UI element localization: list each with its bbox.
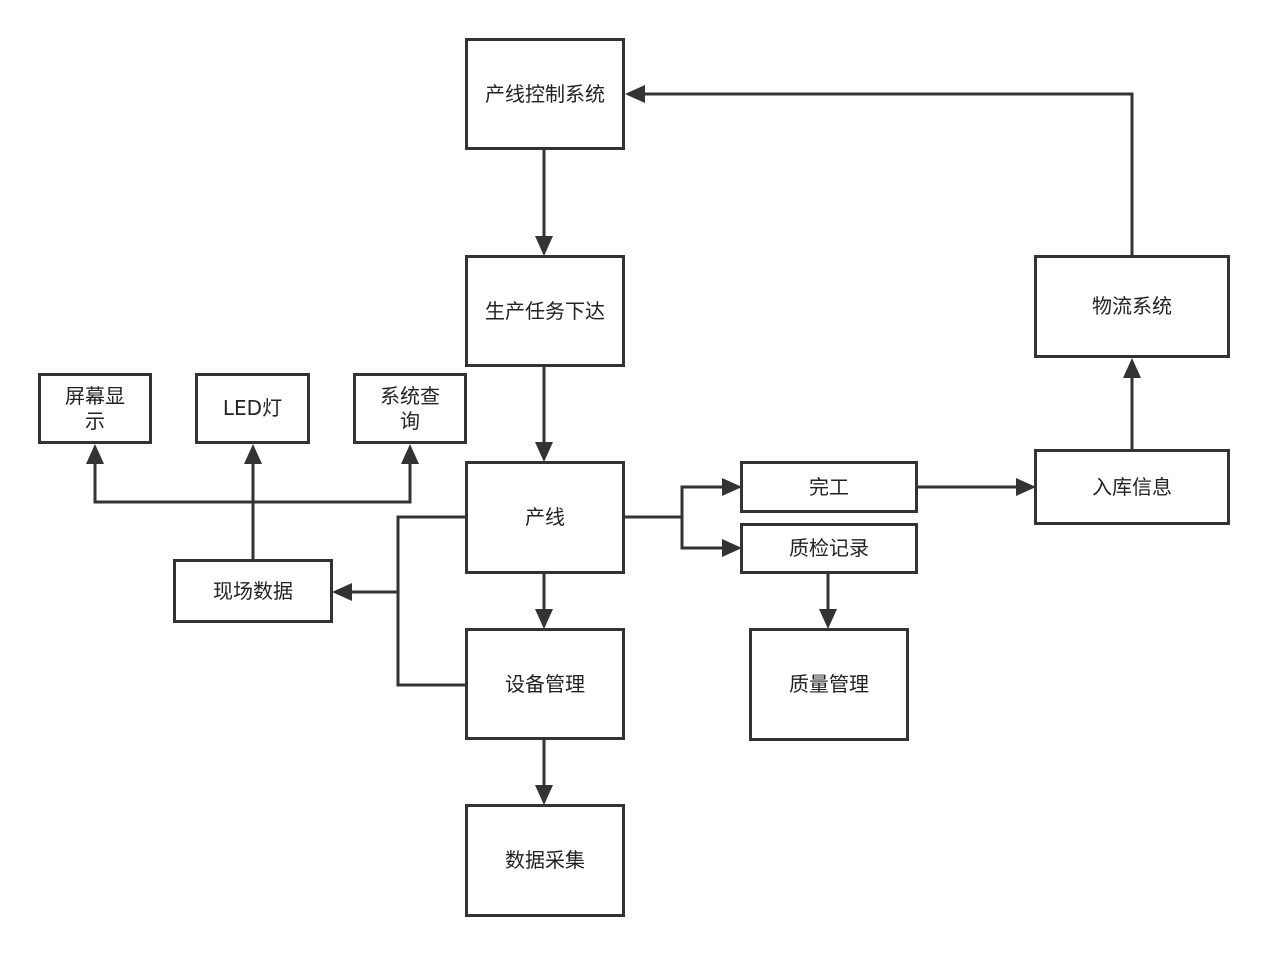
node-line-control-system: 产线控制系统 <box>465 38 625 150</box>
arrowhead-warehouse <box>1016 478 1036 496</box>
arrowhead-collection <box>535 785 553 805</box>
arrowhead-line <box>535 442 553 462</box>
node-label: 设备管理 <box>505 671 585 696</box>
node-task-dispatch: 生产任务下达 <box>465 255 625 367</box>
arrowhead-control <box>625 85 645 103</box>
edge-logistics-to-control <box>642 92 1134 256</box>
arrowhead-led <box>244 444 262 464</box>
node-quality-management: 质量管理 <box>749 628 909 741</box>
arrowhead-quality <box>819 609 837 629</box>
arrowhead-qc <box>722 539 742 557</box>
edge-branch-to-qc <box>680 517 724 550</box>
arrowhead-logistics <box>1123 358 1141 378</box>
node-label: 入库信息 <box>1092 474 1172 499</box>
node-data-collection: 数据采集 <box>465 804 625 917</box>
node-label: 现场数据 <box>213 578 293 603</box>
edge-line-to-field-data <box>396 515 466 687</box>
node-production-line: 产线 <box>465 461 625 574</box>
node-label: 质量管理 <box>789 672 869 696</box>
edge-line-to-branch <box>624 485 724 519</box>
node-label: 生产任务下达 <box>485 298 605 323</box>
node-screen-display: 屏幕显示 <box>38 373 152 444</box>
arrowhead-task <box>535 236 553 256</box>
node-label: 完工 <box>809 474 849 499</box>
node-label: 数据采集 <box>505 848 585 872</box>
edge-field-data-branch <box>93 460 412 504</box>
node-label: 系统查询 <box>380 383 440 433</box>
arrowhead-completed <box>722 478 742 496</box>
node-label: 屏幕显示 <box>65 383 125 433</box>
node-completed: 完工 <box>740 461 918 513</box>
node-label: 产线 <box>525 505 565 529</box>
node-equipment-management: 设备管理 <box>465 628 625 740</box>
arrowhead-field-data <box>332 583 352 601</box>
arrowhead-screen <box>86 444 104 464</box>
node-label: 质检记录 <box>789 536 869 560</box>
node-system-query: 系统查询 <box>353 373 467 444</box>
arrowhead-equipment <box>535 609 553 629</box>
node-field-data: 现场数据 <box>173 559 333 623</box>
node-label: 产线控制系统 <box>485 81 605 106</box>
node-led-light: LED灯 <box>195 373 310 444</box>
node-label: 物流系统 <box>1092 294 1172 318</box>
arrowhead-query <box>401 444 419 464</box>
node-logistics-system: 物流系统 <box>1034 255 1230 358</box>
node-qc-record: 质检记录 <box>740 523 918 574</box>
node-label: LED灯 <box>222 396 283 420</box>
node-warehouse-info: 入库信息 <box>1034 449 1230 525</box>
